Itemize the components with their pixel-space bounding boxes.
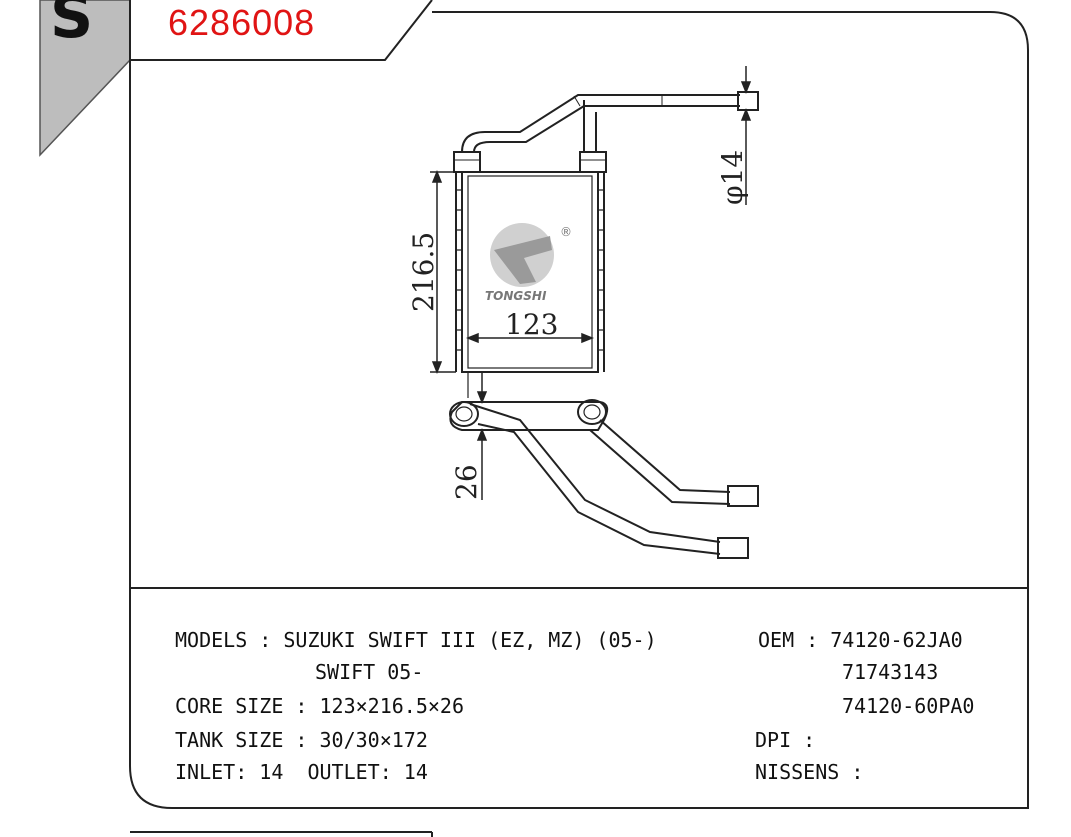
models-line-2: SWIFT 05-: [315, 660, 424, 684]
dimension-pipe-label: φ14: [716, 150, 749, 205]
tongshi-logo: TONGSHI ®: [485, 223, 572, 303]
part-number: 6286008: [168, 2, 316, 43]
dpi-label: DPI :: [755, 728, 816, 752]
inlet-outlet: INLET: 14 OUTLET: 14: [175, 760, 428, 784]
logo-text: TONGSHI: [485, 289, 547, 303]
logo-registered: ®: [560, 225, 572, 239]
dimension-depth-label: 26: [450, 464, 483, 500]
nissens-label: NISSENS :: [755, 760, 864, 784]
oem-line: OEM : 74120-62JA0: [758, 628, 963, 652]
oem-number-3: 74120-60PA0: [842, 694, 975, 718]
core-body: [461, 171, 599, 373]
side-tab-letter: S: [50, 0, 94, 52]
oem-number-2: 71743143: [842, 660, 939, 684]
dimension-height-label: 216.5: [407, 232, 440, 312]
top-pipe-outer: [461, 94, 740, 153]
tank-size: TANK SIZE : 30/30×172: [175, 728, 428, 752]
dimension-width-label: 123: [505, 308, 558, 341]
models-line: MODELS : SUZUKI SWIFT III (EZ, MZ) (05-): [175, 628, 657, 652]
core-size: CORE SIZE : 123×216.5×26: [175, 694, 464, 718]
